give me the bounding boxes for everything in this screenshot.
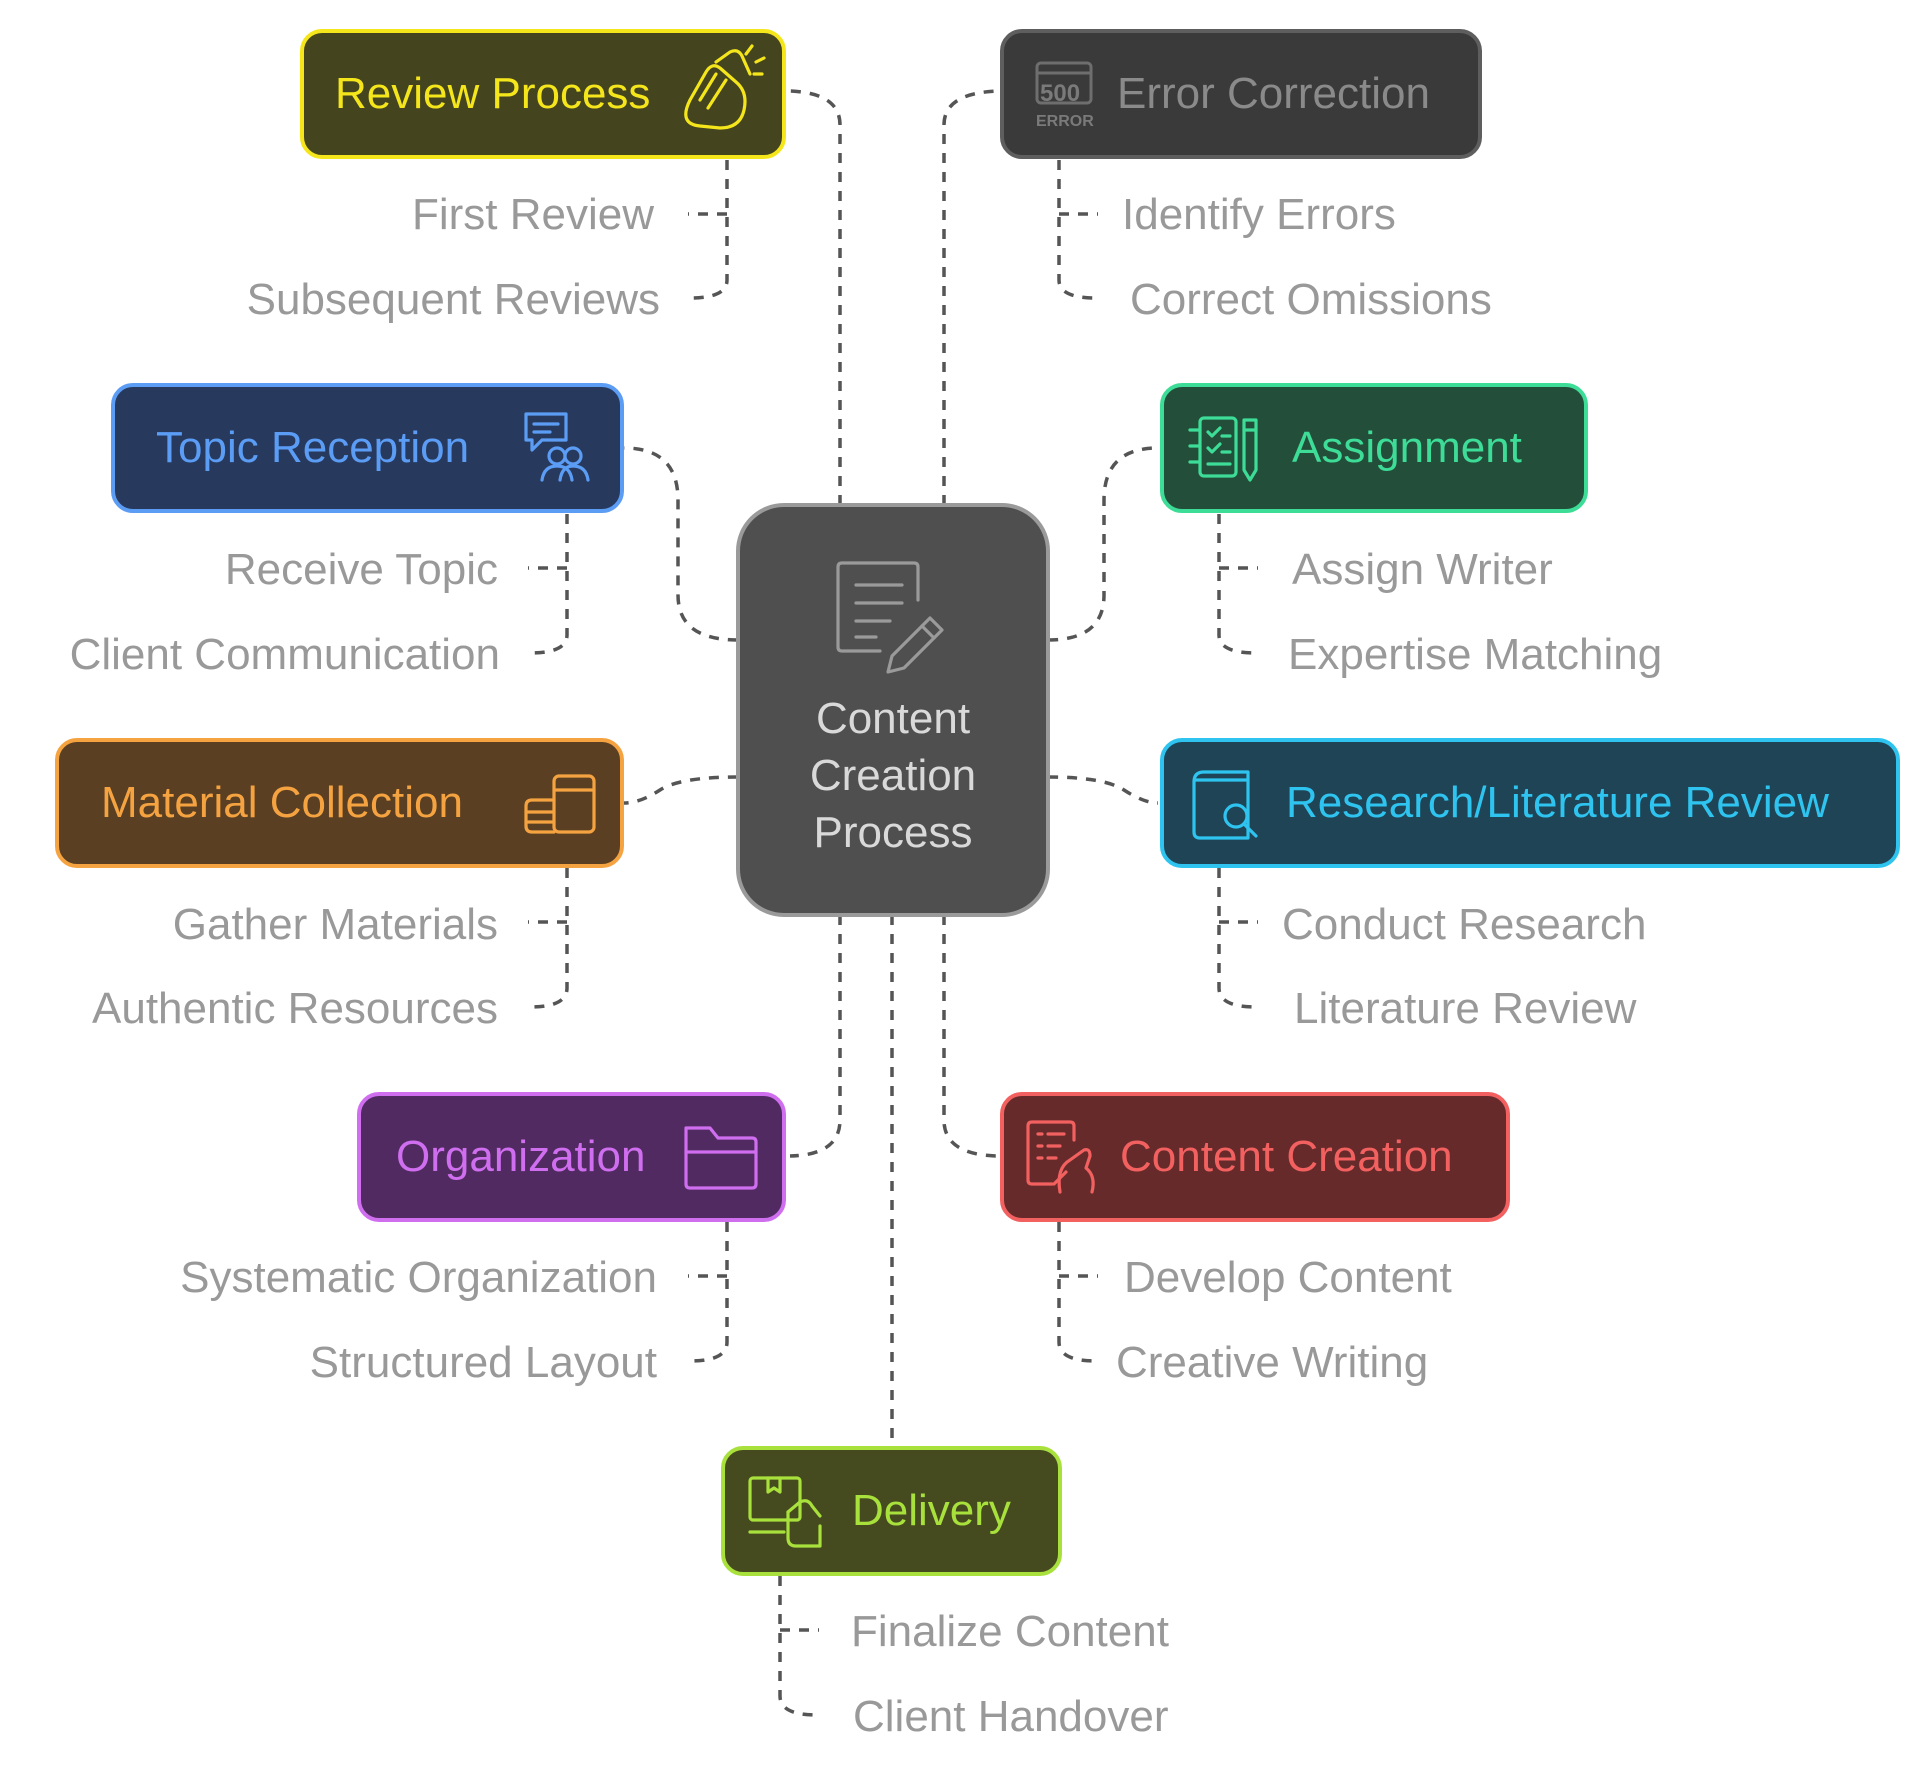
node-content-creation[interactable]: Content Creation [1000, 1092, 1510, 1222]
node-organization[interactable]: Organization [357, 1092, 786, 1222]
svg-text:500: 500 [1040, 80, 1080, 107]
connector-assignment [1047, 446, 1159, 642]
delivery-item-2: Client Handover [853, 1692, 1169, 1741]
error-correction-label: Error Correction [1117, 69, 1430, 118]
organization-label: Organization [396, 1132, 645, 1181]
review-item-1: First Review [412, 190, 654, 239]
writing-hand-icon [1026, 1120, 1095, 1194]
material-item-1: Gather Materials [173, 900, 498, 949]
center-title-line1: Content [816, 694, 970, 743]
assignment-item-2: Expertise Matching [1288, 630, 1662, 679]
connector-organization [789, 915, 842, 1158]
folder-icon [684, 1126, 758, 1190]
connector-creation [942, 915, 999, 1158]
research-label: Research/Literature Review [1286, 778, 1829, 827]
creation-item-2: Creative Writing [1116, 1338, 1428, 1387]
node-error-correction[interactable]: 500 ERROR Error Correction [1000, 29, 1482, 159]
node-review-process[interactable]: Review Process [300, 29, 786, 159]
sub-connectors [528, 160, 1258, 1717]
500-error-icon: 500 ERROR [1035, 61, 1094, 130]
topic-reception-label: Topic Reception [156, 423, 469, 472]
error-item-2: Correct Omissions [1130, 275, 1492, 324]
package-delivery-icon [748, 1476, 822, 1548]
research-item-1: Conduct Research [1282, 900, 1646, 949]
assignment-label: Assignment [1292, 423, 1522, 472]
document-edit-icon [836, 561, 944, 674]
connector-material [623, 775, 739, 805]
svg-text:ERROR: ERROR [1036, 113, 1094, 130]
organization-item-2: Structured Layout [310, 1338, 657, 1387]
connector-error [942, 89, 999, 505]
review-process-label: Review Process [335, 69, 650, 118]
research-item-2: Literature Review [1294, 984, 1637, 1033]
assignment-item-1: Assign Writer [1292, 545, 1553, 594]
node-research-literature-review[interactable]: Research/Literature Review [1160, 738, 1900, 868]
review-item-2: Subsequent Reviews [247, 275, 660, 324]
center-connectors [623, 89, 1159, 1446]
node-assignment[interactable]: Assignment [1160, 383, 1588, 513]
delivery-item-1: Finalize Content [851, 1607, 1169, 1656]
topic-item-2: Client Communication [70, 630, 500, 679]
error-item-1: Identify Errors [1122, 190, 1396, 239]
clapping-hands-icon [684, 44, 766, 130]
center-node[interactable]: Content Creation Process [736, 503, 1050, 917]
connector-research [1047, 775, 1159, 805]
connector-topic [623, 446, 739, 642]
content-creation-label: Content Creation [1120, 1132, 1453, 1181]
node-material-collection[interactable]: Material Collection [55, 738, 624, 868]
organization-item-1: Systematic Organization [180, 1253, 657, 1302]
clipboard-pen-icon [1188, 416, 1258, 482]
book-search-icon [1192, 770, 1258, 840]
topic-chat-users-icon [524, 412, 590, 482]
material-item-2: Authentic Resources [92, 984, 498, 1033]
delivery-label: Delivery [852, 1486, 1011, 1535]
material-collection-label: Material Collection [101, 778, 463, 827]
coins-stack-icon [524, 774, 596, 834]
node-delivery[interactable]: Delivery [721, 1446, 1062, 1576]
topic-item-1: Receive Topic [225, 545, 498, 594]
connector-review [789, 89, 842, 505]
center-title-line2: Creation [810, 751, 976, 800]
node-topic-reception[interactable]: Topic Reception [111, 383, 624, 513]
creation-item-1: Develop Content [1124, 1253, 1452, 1302]
center-title-line3: Process [814, 808, 973, 857]
